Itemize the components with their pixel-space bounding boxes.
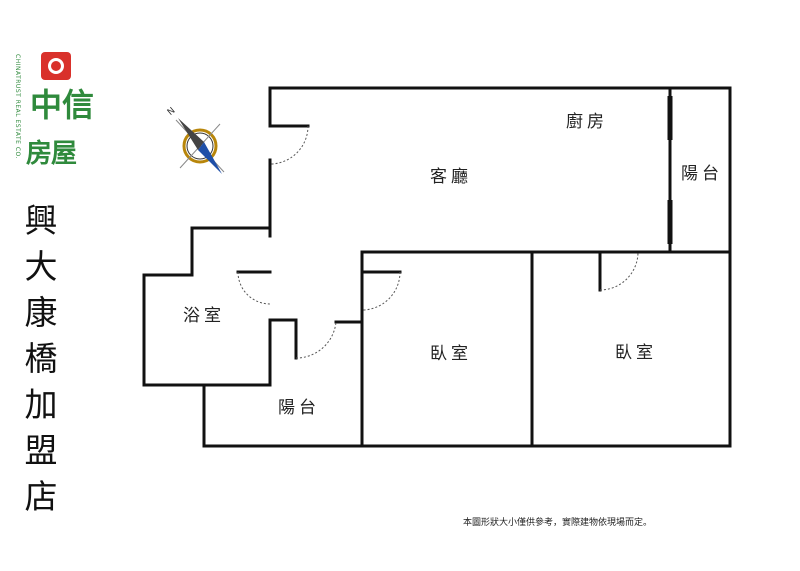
room-label-bedroom-2: 臥室 (615, 343, 657, 363)
compass-north-arrow-icon: N (166, 106, 225, 174)
brand-english-name: CHINATRUST REAL ESTATE CO. (14, 54, 21, 159)
store-name-char: 店 (24, 477, 58, 516)
store-name-char: 加 (24, 385, 58, 424)
store-name-char: 橋 (24, 339, 58, 378)
room-label-balcony-south: 陽台 (278, 398, 320, 418)
store-name-char: 康 (24, 293, 58, 332)
compass-north-label: N (166, 106, 178, 118)
room-label-living-room: 客廳 (430, 167, 472, 187)
room-label-kitchen: 廚房 (566, 111, 608, 132)
brand-logo-block: CHINATRUST REAL ESTATE CO. 中信 房屋 (14, 50, 94, 175)
brand-name-line1: 中信 (30, 86, 95, 124)
store-name-vertical: 興 大 康 橋 加 盟 店 (18, 198, 64, 520)
room-label-balcony-east: 陽台 (681, 164, 723, 184)
disclaimer-note: 本圖形狀大小僅供參考，實際建物依現場而定。 (463, 518, 653, 528)
store-name-char: 大 (24, 247, 58, 286)
store-name-char: 興 (24, 201, 58, 240)
brand-name-line2: 房屋 (26, 139, 77, 169)
door-swings (237, 125, 639, 359)
room-label-bedroom-1: 臥室 (430, 344, 472, 364)
chinatrust-flower-logo-icon (41, 52, 71, 80)
room-label-bathroom: 浴室 (183, 306, 225, 326)
walls (142, 86, 732, 448)
store-name-char: 盟 (24, 431, 58, 470)
